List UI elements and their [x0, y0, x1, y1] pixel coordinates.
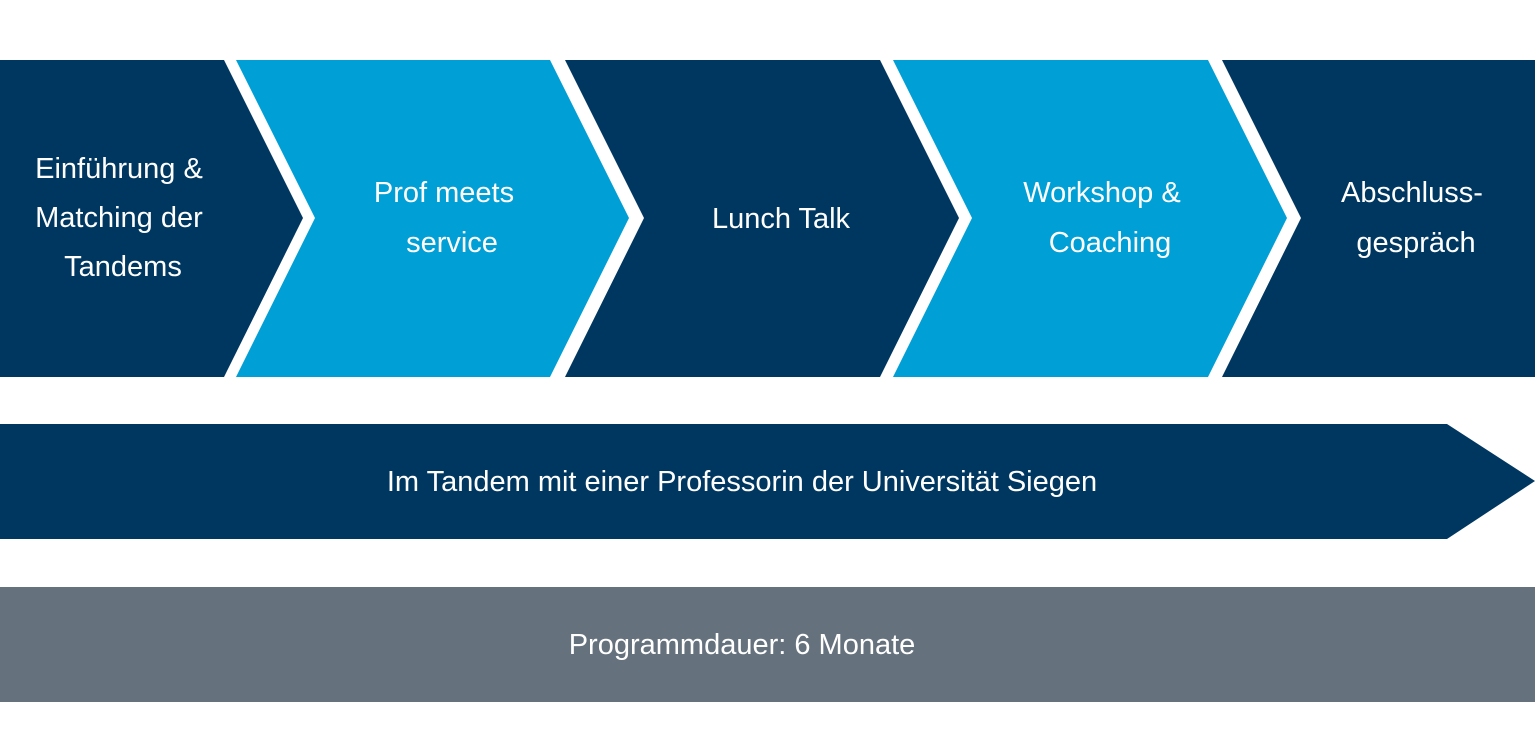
tandem-arrow: Im Tandem mit einer Professorin der Univ…	[0, 424, 1535, 539]
tandem-arrow-label: Im Tandem mit einer Professorin der Univ…	[387, 466, 1097, 498]
process-step-label: Workshop & Coaching	[1023, 177, 1188, 259]
process-step-label-line: Matching der	[35, 202, 203, 234]
process-step-label-line: Tandems	[64, 251, 182, 283]
process-step-label: Abschluss- gespräch	[1341, 177, 1491, 259]
process-step-label-line: Einführung &	[35, 153, 203, 185]
process-step-label-line: gespräch	[1356, 227, 1475, 259]
process-step-label-line: service	[406, 227, 498, 259]
process-step-label: Einführung & Matching der Tandems	[35, 153, 211, 283]
tandem-arrow-shape	[0, 424, 1535, 539]
process-steps: Einführung & Matching der Tandems Prof m…	[0, 60, 1535, 377]
process-step-final-meeting: Abschluss- gespräch	[1222, 60, 1535, 377]
process-step-label-line: Coaching	[1049, 227, 1172, 259]
process-step-prof-meets-service: Prof meets service	[236, 60, 629, 377]
process-step-label-line: Lunch Talk	[712, 203, 851, 235]
process-step-shape	[236, 60, 629, 377]
process-step-label-line: Prof meets	[374, 177, 514, 209]
process-step-introduction-matching: Einführung & Matching der Tandems	[0, 60, 303, 377]
process-step-workshop-coaching: Workshop & Coaching	[893, 60, 1287, 377]
duration-bar: Programmdauer: 6 Monate	[0, 587, 1535, 702]
process-step-label-line: Workshop &	[1023, 177, 1180, 209]
process-step-label: Prof meets service	[374, 177, 522, 259]
process-step-shape	[0, 60, 303, 377]
process-step-shape	[565, 60, 959, 377]
duration-bar-shape	[0, 587, 1535, 702]
process-step-shape	[893, 60, 1287, 377]
process-step-label: Lunch Talk	[712, 203, 851, 235]
process-step-label-line: Abschluss-	[1341, 177, 1483, 209]
duration-bar-label: Programmdauer: 6 Monate	[569, 629, 916, 661]
process-step-lunch-talk: Lunch Talk	[565, 60, 959, 377]
process-step-shape	[1222, 60, 1535, 377]
